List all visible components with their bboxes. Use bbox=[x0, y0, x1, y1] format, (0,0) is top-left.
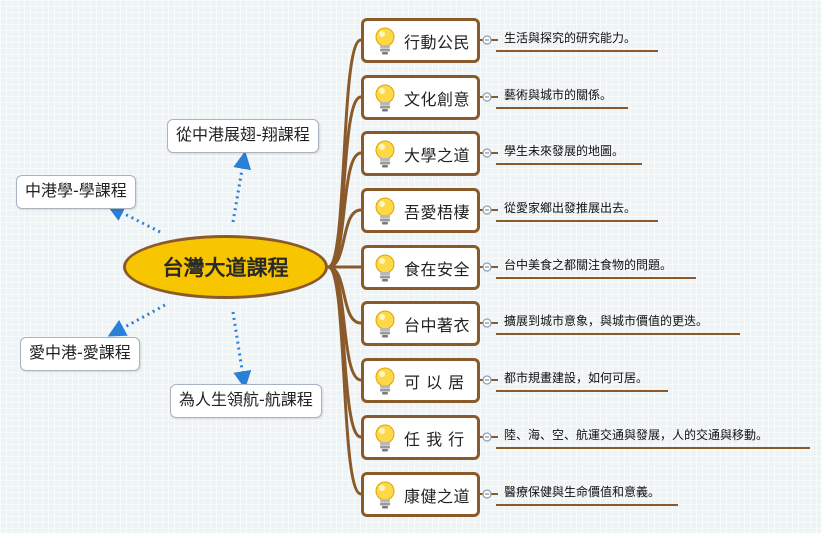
branch-note-text: 醫療保健與生命價值和意義。 bbox=[504, 485, 661, 499]
topic-bottom[interactable]: 為人生領航-航課程 bbox=[170, 384, 322, 418]
topic-bottom-label: 為人生領航-航課程 bbox=[179, 390, 313, 409]
lightbulb-icon bbox=[375, 310, 395, 337]
branch-label: 台中著衣 bbox=[404, 315, 471, 335]
branch-label: 大學之道 bbox=[404, 145, 471, 165]
branch-label: 吾愛梧棲 bbox=[404, 202, 471, 222]
dotted-connector-upper-left bbox=[106, 204, 161, 234]
branch-note: 台中美食之都關注食物的問題。 bbox=[496, 255, 696, 279]
topic-top-label: 從中港展翅-翔課程 bbox=[176, 125, 310, 144]
branch-label: 康健之道 bbox=[404, 486, 471, 506]
lightbulb-icon bbox=[375, 84, 395, 111]
branch-node[interactable]: 任 我 行 bbox=[361, 415, 480, 460]
branch-note-text: 台中美食之都關注食物的問題。 bbox=[504, 258, 673, 272]
lightbulb-icon bbox=[375, 140, 395, 167]
lightbulb-icon bbox=[375, 481, 395, 508]
branch-node[interactable]: 大學之道 bbox=[361, 131, 480, 176]
branch-node[interactable]: 可 以 居 bbox=[361, 358, 480, 403]
branch-node[interactable]: 台中著衣 bbox=[361, 301, 480, 346]
topic-top[interactable]: 從中港展翅-翔課程 bbox=[167, 119, 319, 153]
branch-node[interactable]: 吾愛梧棲 bbox=[361, 188, 480, 233]
branch-note-text: 從愛家鄉出發推展出去。 bbox=[504, 201, 637, 215]
dotted-connector-top bbox=[231, 150, 252, 223]
branch-note: 陸、海、空、航運交通與發展，人的交通與移動。 bbox=[496, 425, 810, 449]
lightbulb-icon bbox=[375, 424, 395, 451]
branch-node[interactable]: 行動公民 bbox=[361, 18, 480, 63]
central-topic-label: 台灣大道課程 bbox=[162, 256, 289, 280]
branch-note-text: 學生未來發展的地圖。 bbox=[504, 144, 625, 158]
branch-note-text: 藝術與城市的關係。 bbox=[504, 88, 613, 102]
topic-upper-left-label: 中港學-學課程 bbox=[25, 181, 127, 200]
branch-note: 擴展到城市意象，與城市價值的更迭。 bbox=[496, 311, 740, 335]
dotted-connector-bottom bbox=[231, 311, 252, 390]
branch-note: 學生未來發展的地圖。 bbox=[496, 141, 642, 165]
lightbulb-icon bbox=[375, 27, 395, 54]
branch-node[interactable]: 食在安全 bbox=[361, 245, 480, 290]
central-topic[interactable]: 台灣大道課程 bbox=[123, 235, 328, 299]
lightbulb-icon bbox=[375, 254, 395, 281]
branch-note: 都市規畫建設，如何可居。 bbox=[496, 368, 668, 392]
branch-note-text: 生活與探究的研究能力。 bbox=[504, 31, 637, 45]
branch-note-text: 擴展到城市意象，與城市價值的更迭。 bbox=[504, 314, 709, 328]
branch-note: 生活與探究的研究能力。 bbox=[496, 28, 658, 52]
branch-note-text: 陸、海、空、航運交通與發展，人的交通與移動。 bbox=[504, 428, 769, 442]
branch-label: 可 以 居 bbox=[404, 372, 465, 392]
topic-upper-left[interactable]: 中港學-學課程 bbox=[16, 175, 136, 209]
branch-label: 任 我 行 bbox=[404, 429, 465, 449]
branch-connector bbox=[327, 208, 362, 269]
branch-note: 醫療保健與生命價值和意義。 bbox=[496, 482, 678, 506]
branch-connector bbox=[327, 265, 362, 496]
branch-note: 從愛家鄉出發推展出去。 bbox=[496, 198, 658, 222]
branch-note-text: 都市規畫建設，如何可居。 bbox=[504, 371, 649, 385]
branch-label: 文化創意 bbox=[404, 89, 471, 109]
branch-note: 藝術與城市的關係。 bbox=[496, 85, 628, 109]
branch-node[interactable]: 文化創意 bbox=[361, 75, 480, 120]
branch-label: 食在安全 bbox=[404, 259, 471, 279]
branch-connector bbox=[327, 151, 362, 269]
branch-label: 行動公民 bbox=[404, 32, 471, 52]
lightbulb-icon bbox=[375, 197, 395, 224]
dotted-connector-lower-left bbox=[107, 303, 166, 337]
topic-lower-left[interactable]: 愛中港-愛課程 bbox=[20, 337, 140, 371]
topic-lower-left-label: 愛中港-愛課程 bbox=[29, 343, 131, 362]
branch-node[interactable]: 康健之道 bbox=[361, 472, 480, 517]
lightbulb-icon bbox=[375, 367, 395, 394]
